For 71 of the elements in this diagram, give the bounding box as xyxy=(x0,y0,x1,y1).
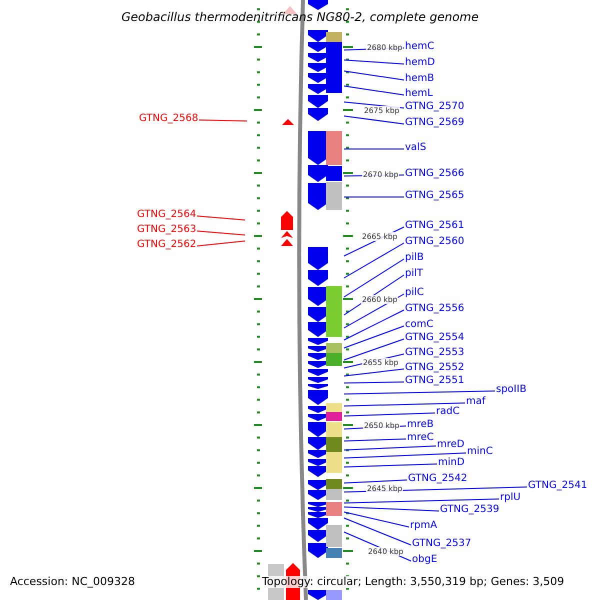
gene-label: GTNG_2554 xyxy=(405,332,464,344)
leader-line xyxy=(344,116,404,124)
gene-label: pilT xyxy=(405,268,424,280)
leader-line xyxy=(344,452,466,458)
gene-label: mreB xyxy=(407,419,434,431)
gene-label: GTNG_2562 xyxy=(137,239,196,251)
gene-label: hemB xyxy=(405,73,434,85)
leader-line xyxy=(344,338,404,360)
gene-label: hemL xyxy=(405,88,433,100)
genome-summary-text: Topology: circular; Length: 3,550,319 bp; Genes: 3,509 xyxy=(262,576,564,588)
gene-label: GTNG_2563 xyxy=(137,224,196,236)
leader-line xyxy=(344,148,404,150)
gene-label: GTNG_2542 xyxy=(408,473,468,485)
leader-line xyxy=(344,512,410,528)
leader-line xyxy=(344,310,404,340)
leader-line xyxy=(198,120,248,122)
gene-label: GTNG_2553 xyxy=(405,347,464,359)
gene-label: minD xyxy=(438,457,465,469)
leader-line xyxy=(344,412,436,416)
gene-label: hemD xyxy=(405,57,435,69)
gene-label: GTNG_2541 xyxy=(528,480,588,492)
leader-line xyxy=(344,382,404,384)
gene-label: comC xyxy=(405,319,434,331)
gene-label: GTNG_2566 xyxy=(405,168,464,180)
gene-label: GTNG_2556 xyxy=(405,303,464,315)
gene-label: GTNG_2570 xyxy=(405,101,464,113)
leader-line xyxy=(344,196,404,198)
leader-line xyxy=(344,464,438,468)
leader-line xyxy=(344,258,404,298)
leader-line xyxy=(344,60,404,64)
gene-label: obgE xyxy=(412,554,438,566)
leader-line xyxy=(344,242,404,278)
leader-line xyxy=(344,438,406,442)
gene-label: GTNG_2564 xyxy=(137,209,196,221)
leader-line xyxy=(344,480,408,484)
leader-line xyxy=(344,70,404,80)
leader-line xyxy=(344,390,496,394)
leader-line xyxy=(196,216,246,220)
gene-label: hemC xyxy=(405,41,434,53)
gene-label: maf xyxy=(466,396,486,408)
leader-line xyxy=(196,240,246,246)
gene-label: GTNG_2560 xyxy=(405,236,464,248)
gene-label: GTNG_2561 xyxy=(405,220,464,232)
gene-label: pilC xyxy=(405,287,424,299)
leader-line xyxy=(196,230,246,236)
leader-line xyxy=(344,326,404,348)
gene-label: pilB xyxy=(405,252,424,264)
leader-line xyxy=(344,518,412,546)
gene-label: GTNG_2537 xyxy=(412,538,472,550)
map-title: Geobacillus thermodenitrificans NG80-2, complete genome xyxy=(120,11,480,23)
gene-label: mreC xyxy=(407,432,434,444)
gene-label: GTNG_2569 xyxy=(405,117,464,129)
leader-line xyxy=(344,402,466,406)
leader-line xyxy=(344,368,404,376)
gene-label: valS xyxy=(405,142,426,154)
gene-label: GTNG_2551 xyxy=(405,375,464,387)
gene-label: spoIIB xyxy=(496,384,526,396)
gene-label: GTNG_2565 xyxy=(405,190,464,202)
gene-label: rpmA xyxy=(410,520,438,532)
gene-label: minC xyxy=(467,446,493,458)
leader-line xyxy=(344,86,404,96)
gene-label: mreD xyxy=(437,439,464,451)
gene-label: rplU xyxy=(500,492,521,504)
gene-label: GTNG_2552 xyxy=(405,362,464,374)
gene-label: GTNG_2568 xyxy=(139,113,198,125)
gene-label: radC xyxy=(436,406,460,418)
leader-line xyxy=(344,498,500,504)
accession-text: Accession: NC_009328 xyxy=(10,576,136,588)
gene-label: GTNG_2539 xyxy=(440,504,500,516)
leader-line xyxy=(344,446,436,450)
leader-line xyxy=(344,506,440,512)
